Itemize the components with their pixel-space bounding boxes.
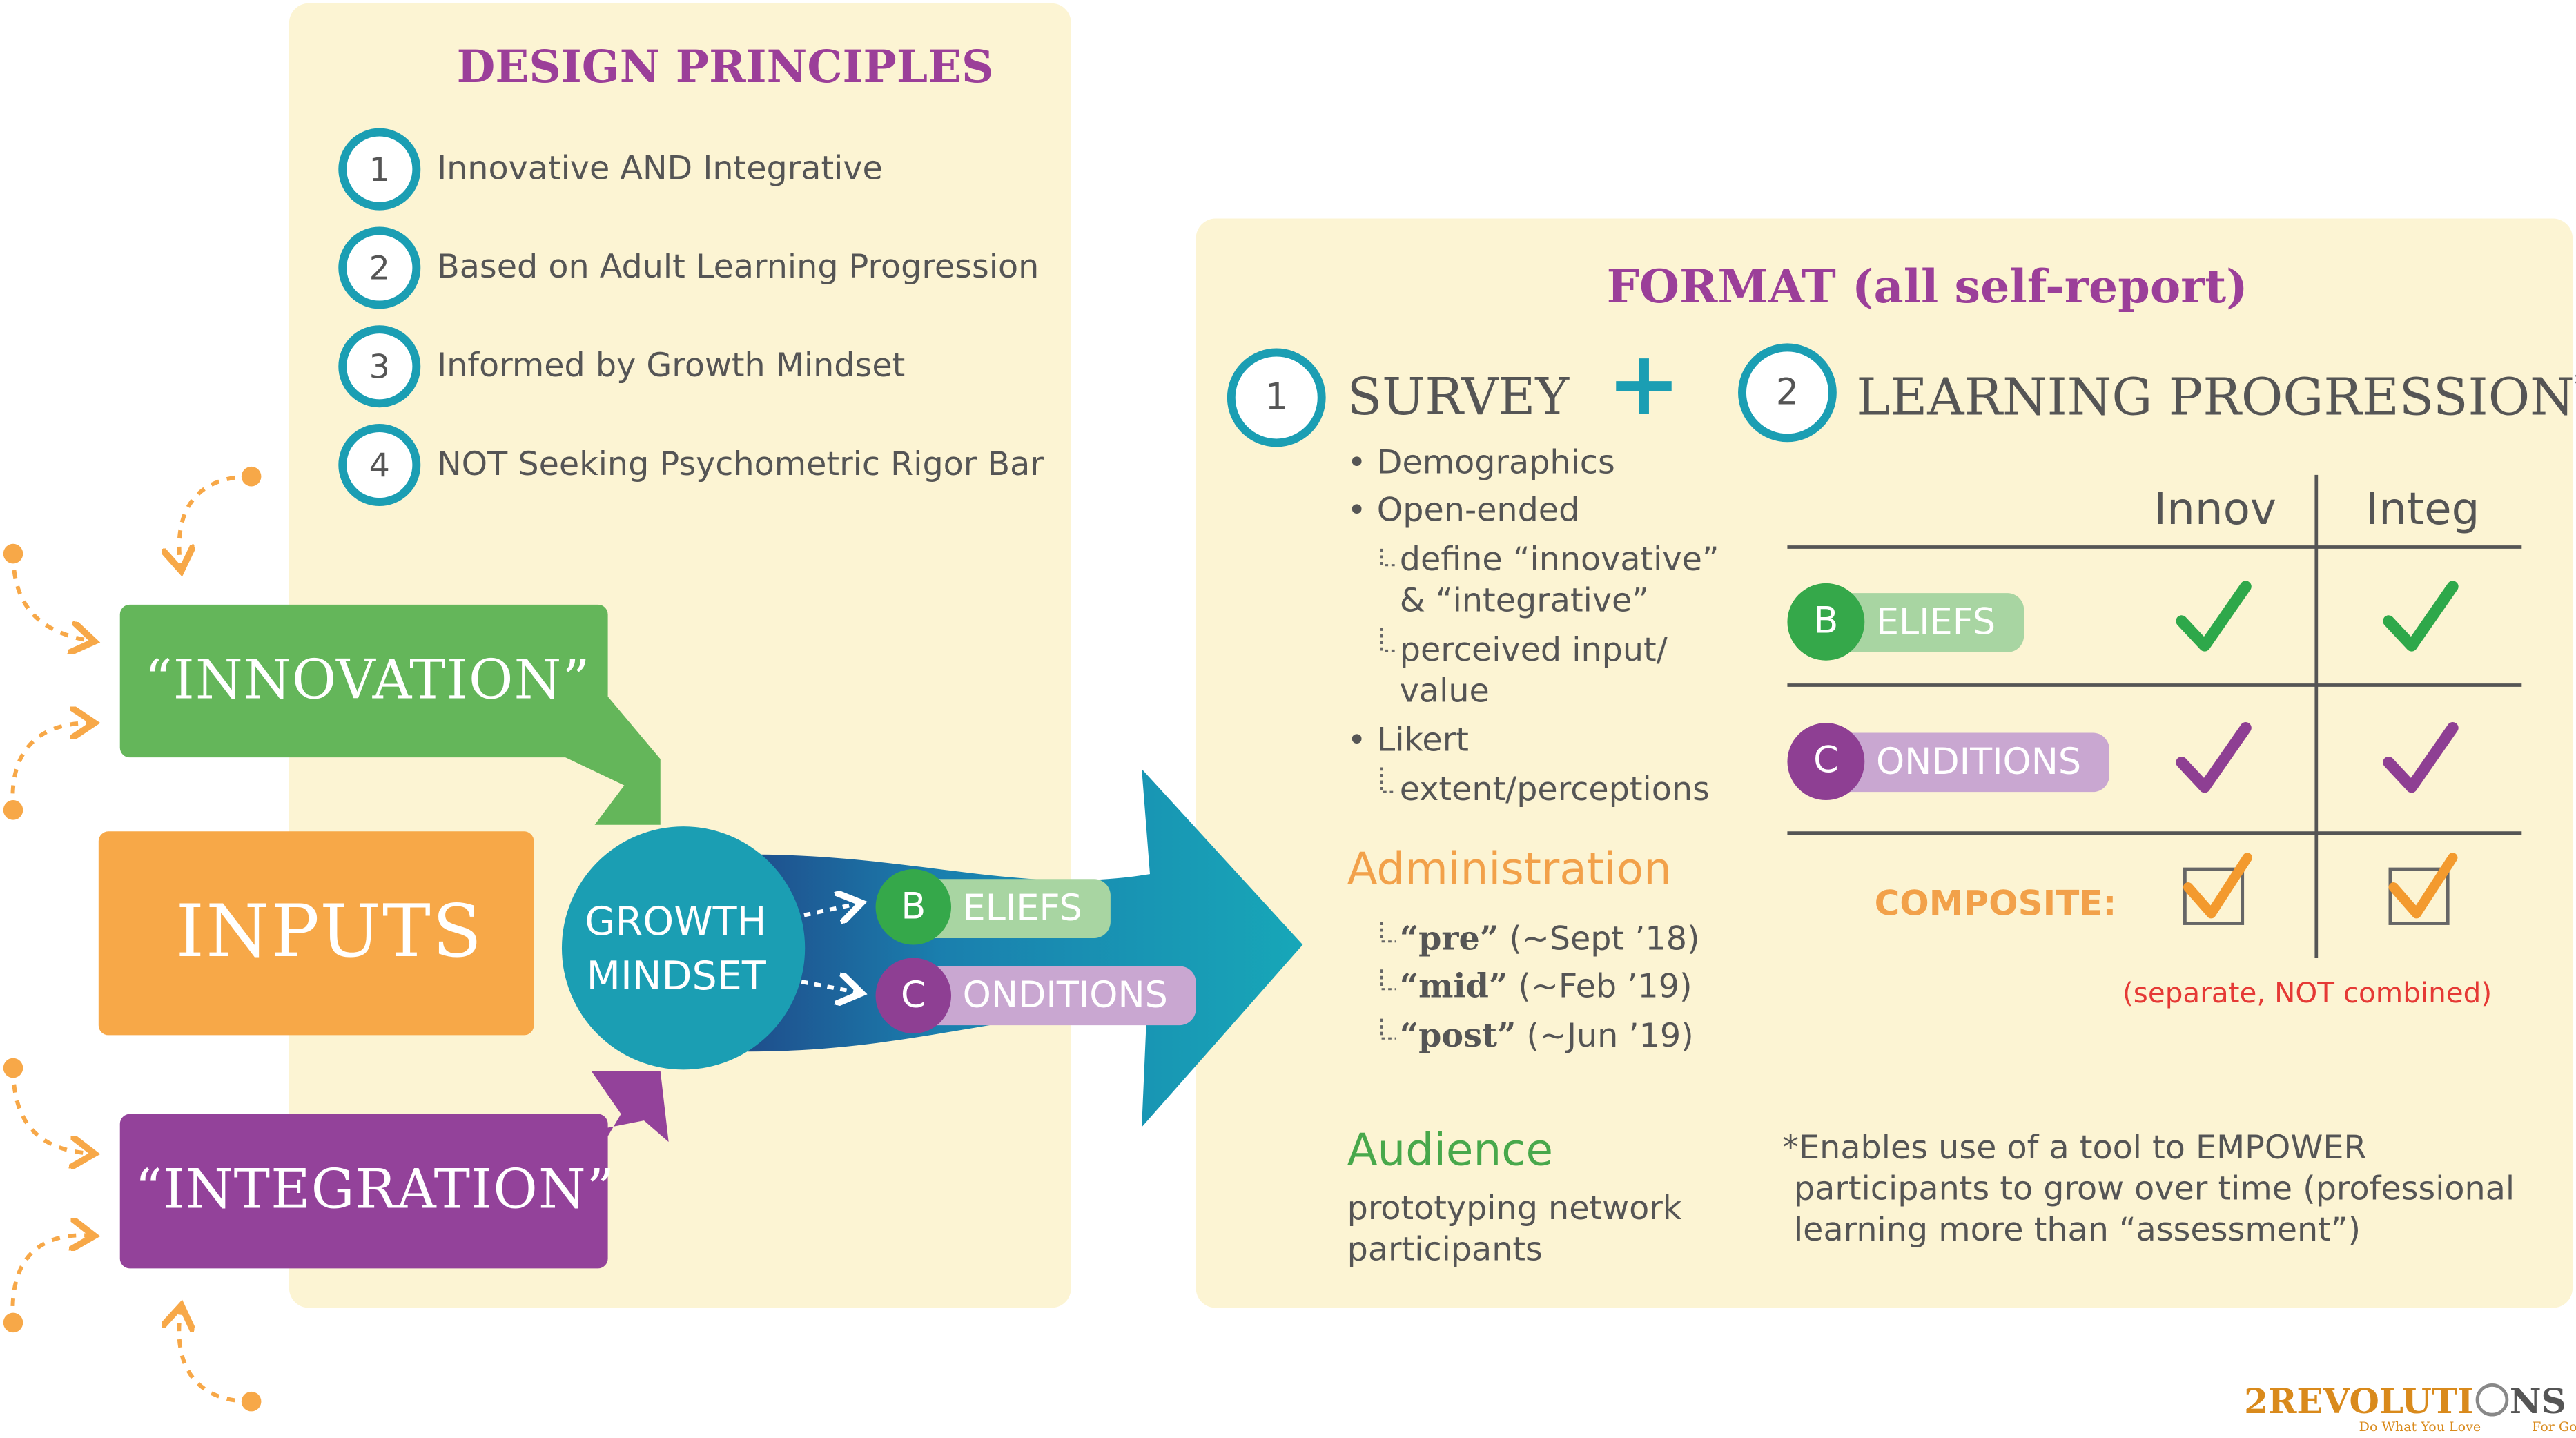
innovation-box	[119, 604, 608, 758]
principle-number-1: 1	[338, 128, 421, 211]
principle-text-4: NOT Seeking Psychometric Rigor Bar	[437, 443, 1044, 483]
survey-subitem-define-1: define “innovative”	[1399, 538, 1719, 579]
logo-tagline-b: For Good	[2532, 1419, 2576, 1435]
check-icon-conditions-integ	[2383, 722, 2459, 793]
survey-item-likert-text: Likert	[1376, 719, 1469, 759]
conditions-pill-left: ONDITIONS	[913, 966, 1196, 1026]
beliefs-pill-left-label: ELIEFS	[962, 888, 1082, 929]
principle-number-2: 2	[338, 226, 421, 309]
survey-subitem-perceived-2: value	[1399, 670, 1490, 710]
logo-text-a: 2REVOLUTI	[2244, 1380, 2474, 1421]
format-title: FORMAT (all self-report)	[1606, 260, 2248, 314]
conditions-badge-left: C	[875, 958, 952, 1034]
survey-item-demographics: • Demographics	[1347, 442, 1615, 482]
growth-mindset-line2: MINDSET	[586, 953, 766, 1000]
survey-item-demographics-text: Demographics	[1376, 442, 1615, 482]
check-icon-beliefs-innov	[2176, 581, 2252, 652]
audience-title: Audience	[1347, 1125, 1554, 1177]
checkbox-icon-composite-integ	[2388, 867, 2450, 925]
footnote-line2: participants to grow over time (professi…	[1793, 1168, 2515, 1208]
administration-pre-label: “pre”	[1399, 918, 1499, 958]
integration-box	[119, 1114, 608, 1269]
learning-progression-title: LEARNING PROGRESSION*	[1856, 365, 2576, 427]
administration-post-date: (~Jun ’19)	[1526, 1015, 1694, 1055]
administration-pre-date: (~Sept ’18)	[1509, 918, 1700, 958]
principle-number-3: 3	[338, 325, 421, 408]
survey-number: 1	[1227, 348, 1326, 447]
survey-item-likert: • Likert	[1347, 719, 1469, 759]
inputs-box	[98, 831, 534, 1036]
footnote-line3: learning more than “assessment”)	[1793, 1209, 2361, 1249]
administration-pre: “pre” (~Sept ’18)	[1400, 918, 1700, 958]
survey-subitem-perceived-1: perceived input/	[1399, 629, 1668, 669]
check-icon-conditions-innov	[2176, 722, 2252, 793]
audience-line2: participants	[1347, 1229, 1543, 1269]
beliefs-pill-table-label: ELIEFS	[1875, 602, 1996, 643]
check-icon-beliefs-integ	[2383, 581, 2459, 652]
footnote-line1: *Enables use of a tool to EMPOWER	[1782, 1127, 2367, 1167]
logo-tagline-a: Do What You Love	[2359, 1419, 2481, 1435]
survey-subitem-define-2: & “integrative”	[1399, 580, 1649, 620]
learning-progression-title-text: LEARNING PROGRESSION	[1856, 368, 2575, 428]
column-header-innov: Innov	[2154, 485, 2276, 536]
plus-icon: +	[1606, 331, 1681, 436]
administration-post: “post” (~Jun ’19)	[1400, 1016, 1694, 1055]
inputs-label: INPUTS	[175, 890, 484, 975]
beliefs-badge-table: B	[1787, 583, 1865, 661]
administration-mid-label: “mid”	[1399, 966, 1508, 1006]
administration-mid-date: (~Feb ’19)	[1518, 966, 1692, 1006]
principle-number-4: 4	[338, 424, 421, 507]
survey-subitem-extent: extent/perceptions	[1399, 768, 1710, 808]
survey-item-open-ended-text: Open-ended	[1376, 489, 1580, 529]
principle-text-1: Innovative AND Integrative	[437, 148, 883, 188]
conditions-pill-table-label: ONDITIONS	[1875, 741, 2082, 784]
conditions-pill-table: ONDITIONS	[1826, 732, 2109, 793]
innovation-label: “INNOVATION”	[144, 647, 591, 712]
design-principles-title: DESIGN PRINCIPLES	[456, 42, 994, 94]
beliefs-badge-left: B	[875, 869, 952, 945]
audience-line1: prototyping network	[1347, 1187, 1682, 1227]
column-header-integ: Integ	[2365, 485, 2480, 536]
logo-tagline: Do What You Love For Good	[2359, 1419, 2576, 1434]
separate-note: (separate, NOT combined)	[2122, 978, 2492, 1011]
principle-text-2: Based on Adult Learning Progression	[437, 246, 1040, 286]
learning-progression-asterisk: *	[2575, 365, 2576, 404]
logo-target-icon	[2475, 1383, 2508, 1417]
learning-progression-number: 2	[1738, 343, 1837, 443]
conditions-badge-table: C	[1787, 723, 1865, 801]
survey-item-open-ended: • Open-ended	[1347, 489, 1580, 529]
growth-mindset-circle	[561, 826, 806, 1070]
logo-text-b: NS	[2509, 1380, 2566, 1421]
administration-mid: “mid” (~Feb ’19)	[1400, 966, 1692, 1005]
growth-mindset-line1: GROWTH	[585, 898, 767, 945]
integration-label: “INTEGRATION”	[135, 1156, 616, 1221]
administration-title: Administration	[1347, 844, 1672, 896]
conditions-pill-left-label: ONDITIONS	[962, 975, 1168, 1017]
big-flow-arrow	[747, 768, 1303, 1127]
administration-post-label: “post”	[1399, 1015, 1516, 1055]
survey-title: SURVEY	[1347, 368, 1570, 427]
principle-text-3: Informed by Growth Mindset	[437, 344, 906, 385]
logo: 2REVOLUTI NS	[2244, 1380, 2566, 1421]
checkbox-icon-composite-innov	[2183, 867, 2245, 925]
integration-pointer	[493, 1071, 669, 1151]
composite-label: COMPOSITE:	[1874, 884, 2117, 924]
